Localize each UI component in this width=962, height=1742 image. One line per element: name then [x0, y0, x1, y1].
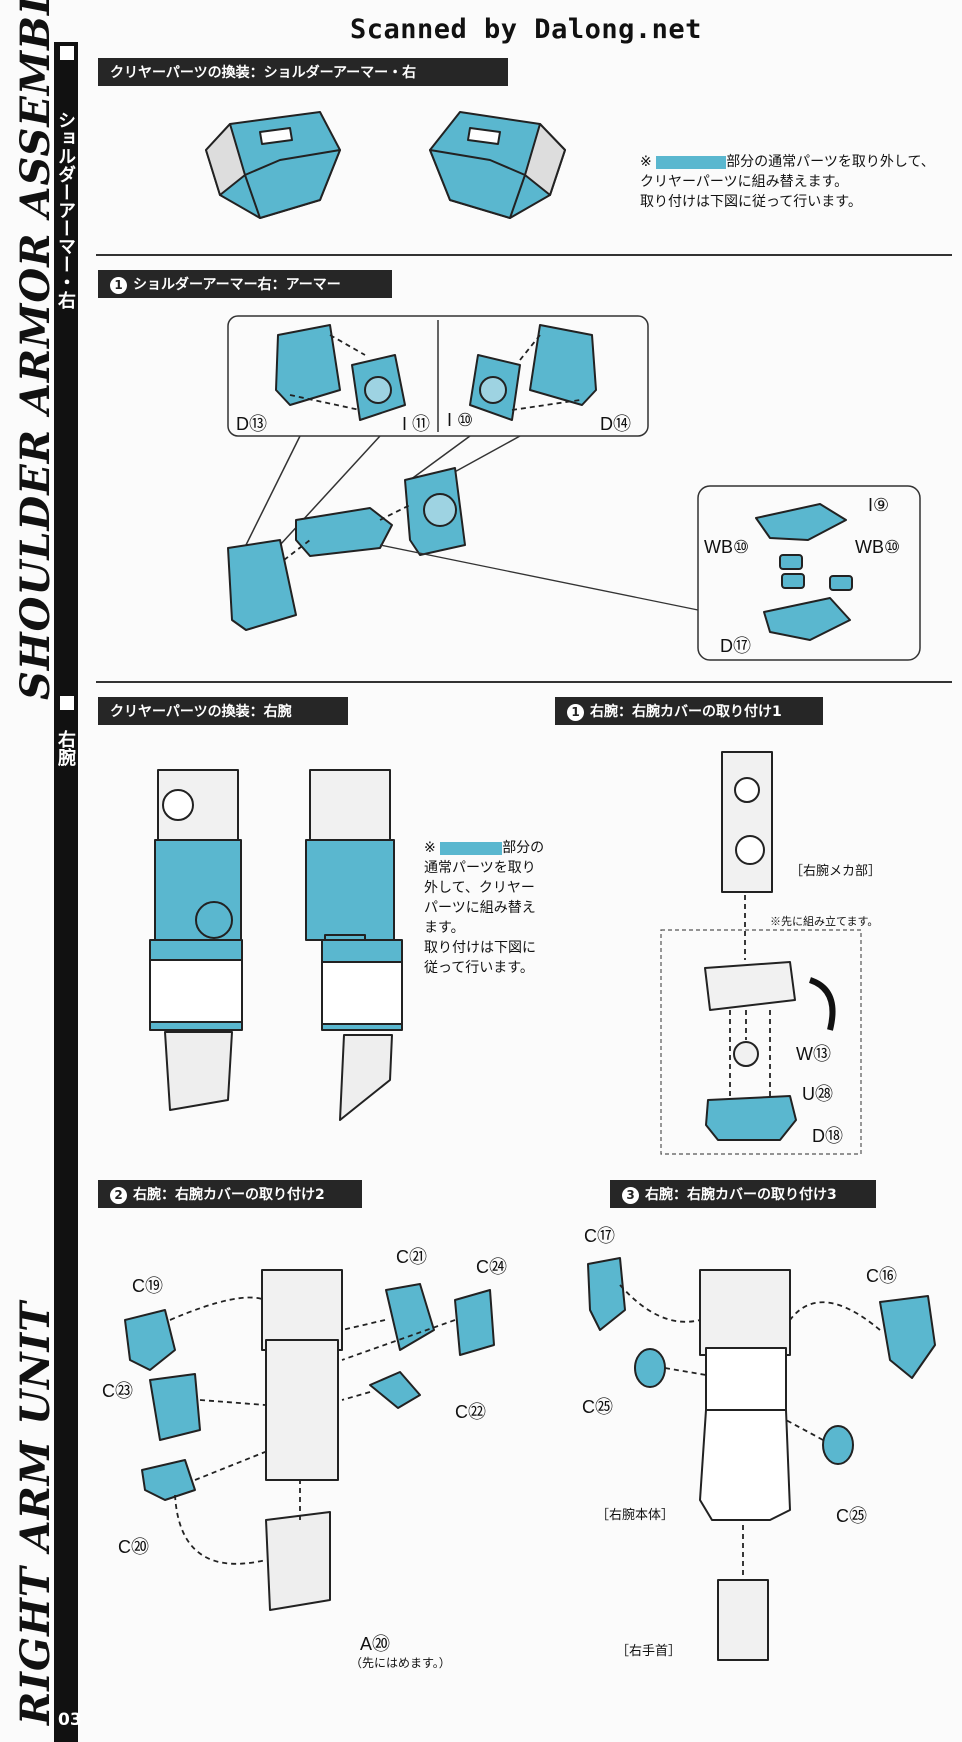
part-label: W⑬	[796, 1044, 831, 1064]
part-label: C⑳	[118, 1537, 149, 1557]
step-number: 1	[110, 277, 127, 294]
note-line: クリヤーパーツに組み替えます。	[640, 174, 849, 190]
step2-arm-heading: 2 右腕：右腕カバーの取り付け2	[98, 1180, 362, 1208]
sidebar-square-1	[58, 44, 76, 65]
mecha-label: ［右腕メカ部］	[790, 863, 882, 878]
note-line: 従って行います。	[424, 960, 534, 976]
step-title: 右腕：右腕カバーの取り付け3	[645, 1187, 837, 1203]
part-label: C㉓	[102, 1381, 133, 1401]
sidebar-bar	[54, 42, 78, 1742]
note-prefix: ※	[640, 154, 652, 170]
step-title: 右腕：右腕カバーの取り付け1	[590, 704, 782, 720]
part-label: I ⑪	[402, 414, 431, 434]
part-label: D⑬	[236, 414, 267, 434]
shoulder-armor-left-view	[205, 111, 341, 219]
part-label: C⑯	[866, 1266, 897, 1286]
part-label: A⑳	[360, 1634, 391, 1654]
part-label: U㉘	[802, 1084, 833, 1104]
part-label: WB⑩	[855, 537, 901, 557]
sidebar-square-2	[58, 694, 76, 715]
a20-note: （先にはめます。）	[350, 1656, 451, 1670]
step-number: 3	[622, 1187, 639, 1204]
note-line: ます。	[424, 920, 465, 936]
note-line: 部分の通常パーツを取り外して、	[726, 154, 935, 170]
note-prefix: ※	[424, 840, 436, 856]
sidebar-jp-shoulder: ショルダーアーマー・右	[55, 111, 76, 309]
part-label: I⑨	[868, 495, 890, 515]
part-label: I ⑩	[447, 410, 474, 430]
note-line: パーツに組み替え	[424, 900, 536, 916]
scan-credit: Scanned by Dalong.net	[350, 14, 702, 45]
note-line: 外して、クリヤー	[424, 880, 535, 896]
sidebar: SHOULDER ARMOR ASSEMBLE RIGHT ARM UNIT シ…	[0, 0, 82, 1742]
step1-shoulder-heading: 1 ショルダーアーマー右：アーマー	[98, 270, 392, 298]
step-number: 1	[567, 704, 584, 721]
arm-body-label: ［右腕本体］	[596, 1507, 675, 1522]
section1-heading: クリヤーパーツの換装：ショルダーアーマー・右	[98, 58, 508, 86]
part-label: C㉕	[836, 1506, 867, 1526]
part-label: WB⑩	[704, 537, 750, 557]
note-line: 取り付けは下図に	[424, 940, 536, 956]
step1-arm-heading: 1 右腕：右腕カバーの取り付け1	[555, 697, 823, 725]
pre-assemble-note: ※先に組み立てます。	[770, 916, 879, 928]
note-line: 通常パーツを取り	[424, 860, 536, 876]
page-number: 03	[58, 1710, 82, 1730]
section2-note: ※ 部分の 通常パーツを取り 外して、クリヤー パーツに組み替え ます。 取り付…	[424, 838, 544, 978]
part-label: C㉔	[476, 1257, 507, 1277]
part-label: D⑰	[720, 636, 751, 656]
note-line: 部分の	[502, 840, 545, 856]
part-label: D⑱	[812, 1126, 843, 1146]
part-label: C⑰	[584, 1226, 615, 1246]
shoulder-armor-right-view	[429, 111, 566, 219]
clear-part-swatch	[440, 841, 503, 855]
part-label: C㉑	[396, 1247, 427, 1267]
section2-heading: クリヤーパーツの換装：右腕	[98, 697, 348, 725]
part-label: C㉕	[582, 1397, 613, 1417]
hand-label: ［右手首］	[616, 1643, 682, 1658]
arm-views	[149, 769, 403, 1121]
section1-note: ※ 部分の通常パーツを取り外して、 クリヤーパーツに組み替えます。 取り付けは下…	[640, 152, 935, 212]
clear-part-swatch	[656, 155, 727, 169]
step-title: ショルダーアーマー右：アーマー	[133, 277, 341, 293]
sidebar-jp-arm: 右腕	[55, 730, 76, 766]
part-label: C⑲	[132, 1276, 163, 1296]
note-line: 取り付けは下図に従って行います。	[640, 194, 862, 210]
part-label: C㉒	[455, 1402, 486, 1422]
part-label: D⑭	[600, 414, 631, 434]
step3-arm-heading: 3 右腕：右腕カバーの取り付け3	[610, 1180, 876, 1208]
step-title: 右腕：右腕カバーの取り付け2	[133, 1187, 325, 1203]
step-number: 2	[110, 1187, 127, 1204]
